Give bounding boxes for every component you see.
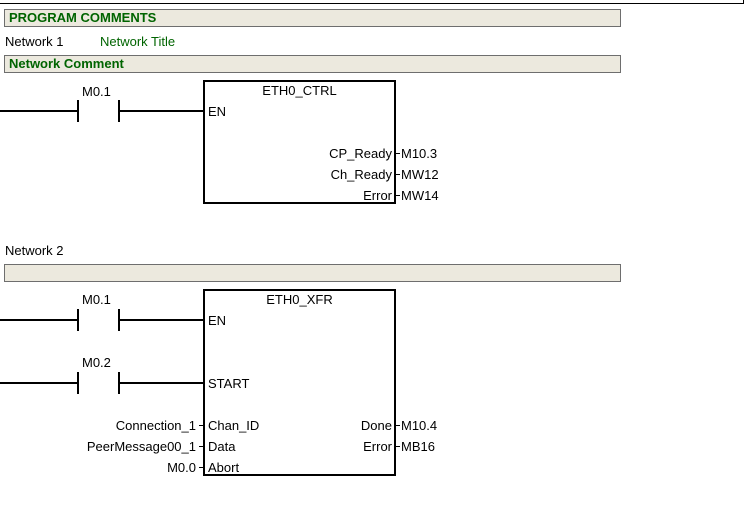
- eth0-xfr-in-pin-3: Abort: [208, 460, 240, 475]
- network2-contact-en-left-bar[interactable]: [77, 309, 79, 331]
- eth0-ctrl-out-tick-1: [396, 153, 400, 154]
- eth0-ctrl-out-pin-3: Error: [363, 188, 392, 203]
- network1-contact-left-bar[interactable]: [77, 100, 79, 122]
- network1-contact-label[interactable]: M0.1: [82, 84, 111, 99]
- eth0-xfr-out-tick-1: [396, 425, 400, 426]
- eth0-xfr-in-operand-2[interactable]: PeerMessage00_1: [86, 439, 196, 454]
- eth0-ctrl-out-pin-1: CP_Ready: [329, 146, 392, 161]
- eth0-xfr-in-tick-2: [199, 446, 203, 447]
- eth0-ctrl-out-pin-2: Ch_Ready: [330, 167, 392, 182]
- eth0-xfr-out-operand-1[interactable]: M10.4: [401, 418, 438, 433]
- network2-comment-bar[interactable]: [4, 264, 621, 282]
- eth0-ctrl-block-title: ETH0_CTRL: [262, 83, 337, 98]
- network1-rail-left: [0, 110, 78, 112]
- network1-label[interactable]: Network 1: [5, 34, 64, 49]
- eth0-xfr-in-tick-1: [199, 425, 203, 426]
- eth0-xfr-out-operand-2[interactable]: MB16: [401, 439, 435, 454]
- network1-comment-text: Network Comment: [9, 56, 124, 71]
- network2-contact-start-label[interactable]: M0.2: [82, 355, 111, 370]
- top-border: [0, 3, 744, 4]
- eth0-xfr-out-pin-2: Error: [363, 439, 392, 454]
- eth0-xfr-in-operand-1[interactable]: Connection_1: [115, 418, 196, 433]
- network1-rail-to-block: [119, 110, 204, 112]
- eth0-xfr-in-operand-3[interactable]: M0.0: [167, 460, 196, 475]
- network2-rail-start-left: [0, 382, 78, 384]
- eth0-xfr-in-tick-3: [199, 467, 203, 468]
- network2-rail-start-to-block: [119, 382, 204, 384]
- eth0-xfr-in-pin-1: Chan_ID: [208, 418, 260, 433]
- network2-rail-en-to-block: [119, 319, 204, 321]
- eth0-xfr-out-tick-2: [396, 446, 400, 447]
- eth0-ctrl-out-tick-3: [396, 195, 400, 196]
- eth0-ctrl-out-operand-2[interactable]: MW12: [401, 167, 439, 182]
- eth0-xfr-out-pin-1: Done: [360, 418, 392, 433]
- eth0-ctrl-out-tick-2: [396, 174, 400, 175]
- eth0-ctrl-en-pin: EN: [208, 104, 227, 119]
- eth0-xfr-en-pin: EN: [208, 313, 227, 328]
- eth0-xfr-start-pin: START: [208, 376, 250, 391]
- network2-label[interactable]: Network 2: [5, 243, 64, 258]
- eth0-ctrl-block[interactable]: [203, 80, 396, 204]
- network1-comment-bar[interactable]: Network Comment: [4, 55, 621, 73]
- network2-rail-en-left: [0, 319, 78, 321]
- program-comments-bar[interactable]: PROGRAM COMMENTS: [4, 9, 621, 27]
- eth0-xfr-block-title: ETH0_XFR: [266, 292, 333, 307]
- eth0-xfr-block[interactable]: [203, 289, 396, 476]
- program-comments-text: PROGRAM COMMENTS: [9, 10, 157, 25]
- network1-title[interactable]: Network Title: [100, 34, 176, 49]
- eth0-xfr-in-pin-2: Data: [208, 439, 236, 454]
- eth0-ctrl-out-operand-3[interactable]: MW14: [401, 188, 439, 203]
- network2-contact-start-left-bar[interactable]: [77, 372, 79, 394]
- network2-contact-en-label[interactable]: M0.1: [82, 292, 111, 307]
- eth0-ctrl-out-operand-1[interactable]: M10.3: [401, 146, 438, 161]
